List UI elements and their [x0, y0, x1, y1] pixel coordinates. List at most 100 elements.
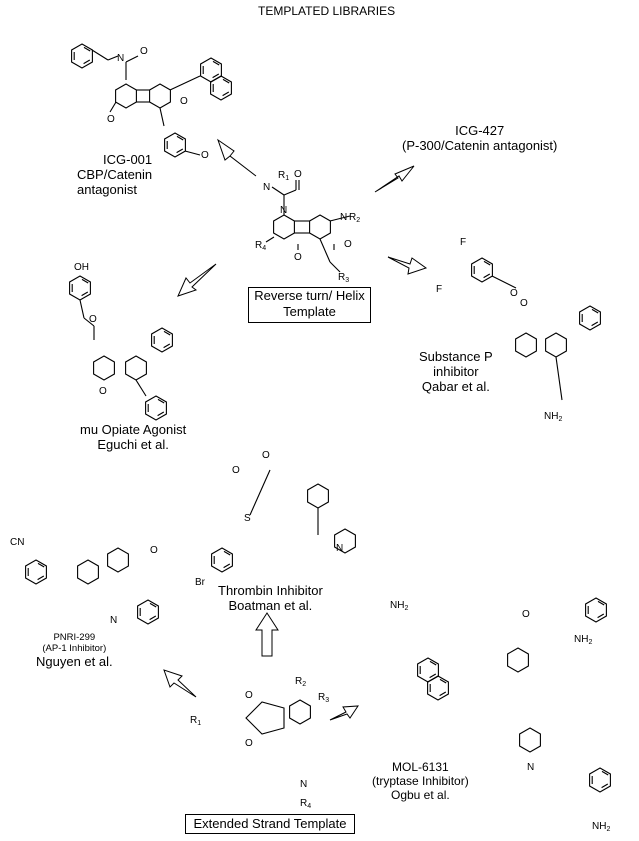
mol6131-label: MOL-6131 (tryptase Inhibitor) Ogbu et al… [372, 760, 469, 802]
icg001-desc-2: antagonist [77, 181, 137, 197]
icg001-benzyl-ring [71, 43, 93, 69]
pnri299-cyanophenyl-ring [25, 559, 47, 585]
pnri299-desc: (AP-1 Inhibitor) [42, 642, 107, 654]
extended-r1: R1 [190, 715, 201, 727]
mol6131-aminophenyl-ring [585, 597, 607, 623]
mol6131-authors: Ogbu et al. [390, 787, 450, 802]
pnri299-o: O [150, 545, 158, 556]
helix-o3: O [344, 239, 352, 250]
extended-n: N [300, 779, 307, 790]
mu-opiate-ring-2 [125, 355, 147, 381]
icg427-name: ICG-427 [455, 123, 505, 138]
helix-bond [329, 215, 351, 222]
extended-r3: R3 [318, 692, 329, 704]
helix-bond [319, 238, 331, 263]
helix-bond [329, 261, 341, 273]
thrombin-label: Thrombin Inhibitor Boatman et al. [218, 583, 323, 614]
helix-r3: R3 [338, 272, 349, 284]
extended-o-top: O [245, 690, 253, 701]
icg001-o3: O [107, 114, 115, 125]
icg001-bond [125, 55, 139, 63]
substance-p-structure: F F O O NH2 [436, 237, 601, 423]
mol6131-ring [519, 727, 541, 753]
thrombin-n: N [336, 543, 343, 554]
substance-p-f: F [460, 237, 466, 248]
icg001-label: ICG-001 CBP/Catenin antagonist [77, 152, 153, 198]
mol6131-benzylamine-ring [589, 767, 611, 793]
pnri299-benzyl-ring [137, 599, 159, 625]
thrombin-nh2: NH2 [390, 600, 408, 612]
mol6131-name: MOL-6131 [392, 760, 449, 774]
extended-template-structure: R1 R2 R3 O O N R4 [190, 676, 329, 810]
helix-r2: R2 [349, 212, 360, 224]
thrombin-br: Br [195, 577, 206, 588]
helix-bond [271, 186, 285, 196]
icg001-bond [159, 107, 165, 127]
icg001-o: O [140, 46, 148, 57]
substance-p-label: Substance P inhibitor Qabar et al. [419, 349, 493, 395]
substance-p-authors: Qabar et al. [421, 378, 490, 394]
icg001-phenol-ring [164, 132, 186, 158]
mol6131-n: N [527, 762, 534, 773]
icg001-o2: O [180, 96, 188, 107]
substance-p-o: O [510, 288, 518, 299]
substance-p-bis-cf3-ring [471, 257, 493, 283]
mol6131-naphthyl-b [427, 675, 449, 701]
helix-n1: N [280, 205, 287, 216]
arrow-to-substance-p [387, 256, 428, 275]
extended-r2: R2 [295, 676, 306, 688]
icg001-ring-1 [115, 83, 137, 109]
icg001-bond [107, 55, 119, 61]
substance-p-bond [491, 275, 517, 289]
icg001-bond [109, 101, 117, 113]
pnri299-label: PNRI-299 (AP-1 Inhibitor) Nguyen et al. [36, 632, 113, 670]
pnri299-name: PNRI-299 [53, 632, 96, 643]
thrombin-bond [249, 469, 271, 516]
mu-opiate-label: mu Opiate Agonist Eguchi et al. [80, 422, 186, 453]
pnri299-n: N [110, 615, 117, 626]
extended-template-box: Extended Strand Template [185, 814, 355, 834]
extended-o-bottom: O [245, 738, 253, 749]
substance-p-nh2: NH2 [544, 411, 562, 423]
helix-ring-left [273, 214, 295, 240]
helix-template-line-1: Reverse turn/ Helix [254, 288, 365, 303]
extended-ring [289, 699, 311, 725]
helix-template-box: Reverse turn/ Helix Template [248, 287, 371, 323]
arrow-to-icg001 [217, 138, 257, 177]
substance-p-f2: F [436, 284, 442, 295]
helix-template-structure: R1 N O N N R2 R4 O O R3 [255, 169, 360, 284]
helix-r4: R4 [255, 240, 266, 252]
substance-p-o2: O [520, 298, 528, 309]
arrow-to-icg427 [374, 165, 415, 193]
arrow-to-thrombin [255, 612, 279, 657]
mol6131-desc: (tryptase Inhibitor) [372, 773, 469, 788]
mu-opiate-ring-1 [93, 355, 115, 381]
substance-p-ring-2 [545, 332, 567, 358]
icg427-label: ICG-427 (P-300/Catenin antagonist) [402, 123, 557, 154]
mu-opiate-bond [135, 379, 147, 397]
mu-opiate-phenethyl-ring [145, 395, 167, 421]
substance-p-bond [555, 356, 563, 401]
icg001-name: ICG-001 [103, 152, 153, 167]
substance-p-ring-1 [515, 332, 537, 358]
icg001-bond [169, 75, 201, 91]
substance-p-name: Substance P [419, 349, 493, 364]
mol6131-o: O [522, 609, 530, 620]
helix-bond [265, 236, 275, 243]
pnri299-authors: Nguyen et al. [36, 653, 113, 669]
mu-opiate-benzyl-ring [151, 327, 173, 353]
icg001-n-amide: N [117, 53, 124, 64]
icg001-desc-1: CBP/Catenin [77, 166, 153, 182]
mol6131-naphthyl-a [417, 657, 439, 683]
mu-opiate-authors: Eguchi et al. [97, 436, 169, 452]
substance-p-desc: inhibitor [433, 363, 479, 379]
thrombin-authors: Boatman et al. [228, 597, 313, 613]
icg001-naphthyl-a [200, 57, 222, 83]
extended-triazole [245, 701, 285, 735]
thrombin-bromophenyl-ring [211, 547, 233, 573]
diagram-title: TEMPLATED LIBRARIES [258, 4, 396, 18]
mol6131-nh2-top: NH2 [574, 634, 592, 646]
mu-opiate-phenol-ring [69, 275, 91, 301]
extended-r4: R4 [300, 798, 311, 810]
mu-opiate-structure: OH O O [69, 262, 173, 421]
